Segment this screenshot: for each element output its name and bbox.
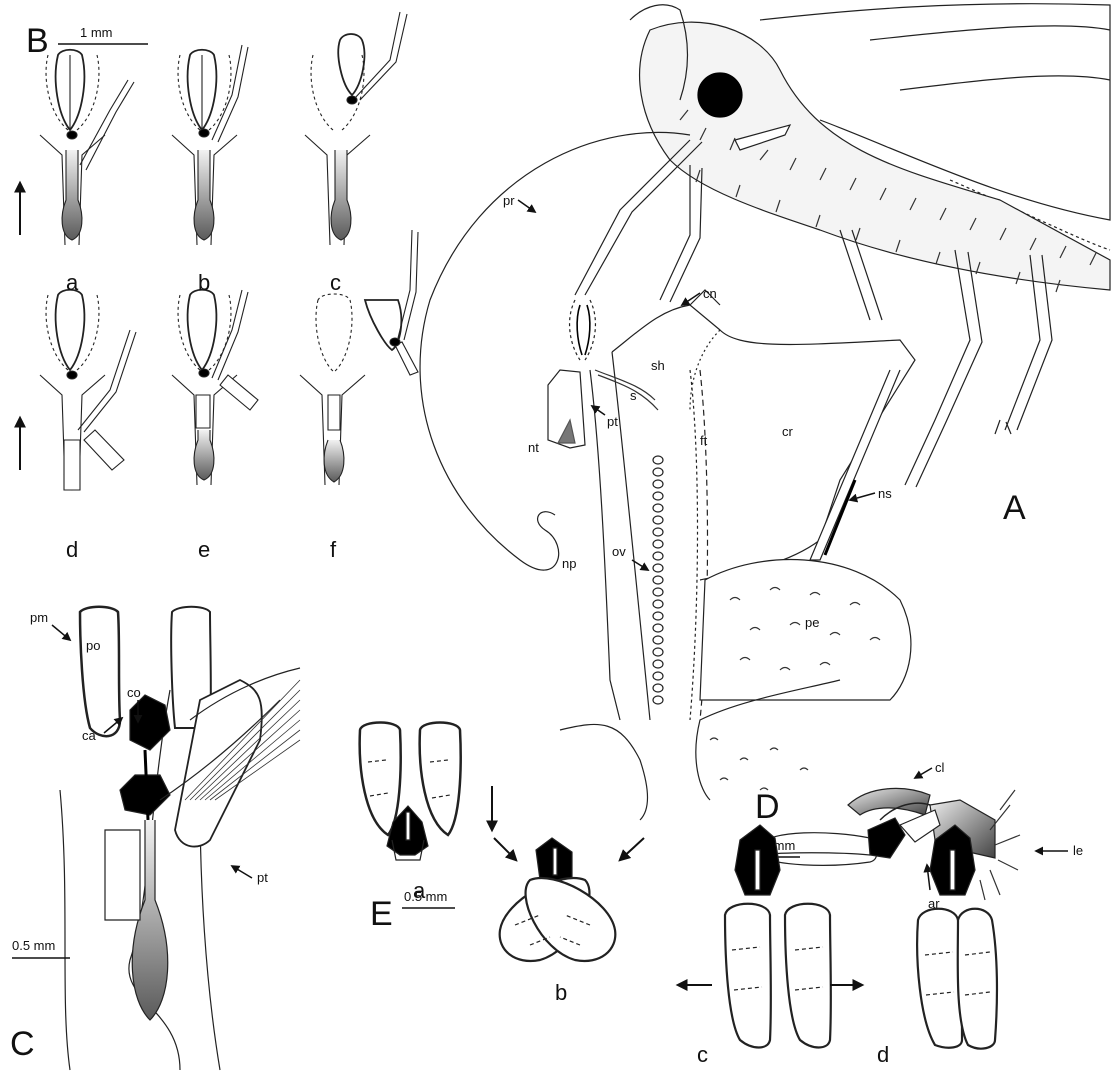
panel-c-illustration — [60, 607, 300, 1070]
label-pt: pt — [607, 414, 618, 429]
label-pt-c: pt — [257, 870, 268, 885]
e-sub-a: a — [413, 878, 426, 903]
b-sub-d: d — [66, 537, 78, 562]
flower-b-d — [40, 290, 136, 490]
flower-b-b — [172, 45, 248, 245]
label-pm: pm — [30, 610, 48, 625]
scale-label-c: 0.5 mm — [12, 938, 55, 953]
flower-b-f — [300, 230, 418, 485]
panel-d-illustration — [760, 788, 1020, 900]
label-cl: cl — [935, 760, 945, 775]
b-sub-b: b — [198, 270, 210, 295]
label-ca: ca — [82, 728, 97, 743]
panel-letter-d: D — [755, 788, 780, 826]
panel-a-illustration — [420, 4, 1110, 820]
label-ns: ns — [878, 486, 892, 501]
b-sub-e: e — [198, 537, 210, 562]
label-pr: pr — [503, 193, 515, 208]
flower-b-e — [172, 290, 258, 485]
label-le: le — [1073, 843, 1083, 858]
ovules-column — [653, 456, 663, 704]
scale-label-e: 0.5 mm — [404, 889, 447, 904]
b-sub-f: f — [330, 537, 337, 562]
label-cn: cn — [703, 286, 717, 301]
label-nt: nt — [528, 440, 539, 455]
label-ft: ft — [700, 433, 708, 448]
label-co: co — [127, 685, 141, 700]
label-po: po — [86, 638, 100, 653]
e-sub-d: d — [877, 1042, 889, 1067]
label-s: s — [630, 388, 637, 403]
scale-label-b: 1 mm — [80, 25, 113, 40]
b-sub-a: a — [66, 270, 79, 295]
label-cr: cr — [782, 424, 794, 439]
panel-e-illustration — [360, 723, 997, 1049]
flower-b-c — [305, 12, 407, 245]
e-sub-c: c — [697, 1042, 708, 1067]
panel-letter-e: E — [370, 895, 393, 933]
panel-letter-c: C — [10, 1025, 35, 1063]
panel-letter-a: A — [1003, 489, 1026, 527]
label-ov: ov — [612, 544, 626, 559]
e-sub-b: b — [555, 980, 567, 1005]
label-sh: sh — [651, 358, 665, 373]
flower-b-a — [40, 50, 134, 245]
b-sub-c: c — [330, 270, 341, 295]
label-pe: pe — [805, 615, 819, 630]
label-np: np — [562, 556, 576, 571]
panel-letter-b: B — [26, 22, 49, 60]
